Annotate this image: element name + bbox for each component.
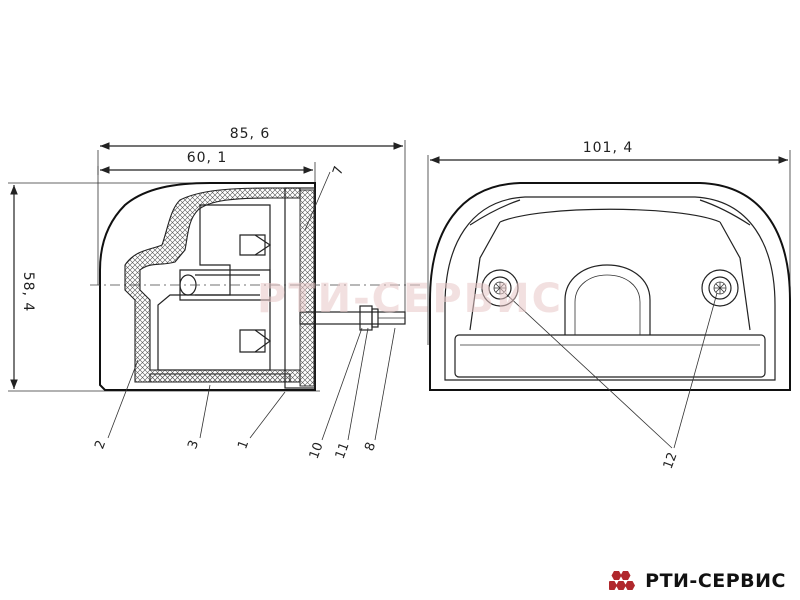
callout-10: 10: [307, 440, 327, 461]
bottom-lens-strip: [149, 373, 291, 383]
hexagon-logo-icon: [609, 571, 636, 590]
screw-left: [481, 269, 519, 307]
callout-2: 2: [92, 438, 109, 451]
mounting-plate: [284, 187, 316, 389]
front-inner-contour: [444, 196, 776, 381]
front-top-inner-arc: [499, 208, 721, 223]
dim-label-101-4: 101, 4: [583, 140, 634, 156]
front-lens-plate: [454, 334, 766, 378]
callout-12: 12: [661, 450, 681, 471]
dim-label-85-6: 85, 6: [230, 126, 271, 142]
callout-1: 1: [235, 438, 252, 451]
brand-logo: РТИ-СЕРВИС: [609, 570, 786, 592]
front-view: 101, 4 12: [427, 140, 791, 471]
leader-12-left: [504, 292, 673, 449]
front-shoulder-left: [469, 199, 521, 226]
front-arch-window: [564, 264, 651, 335]
housing-outline: [99, 182, 316, 391]
brand-name: РТИ-СЕРВИС: [645, 570, 786, 592]
front-outer-body: [429, 182, 791, 391]
leader-12-right: [673, 292, 718, 449]
dim-label-60-1: 60, 1: [187, 150, 228, 166]
mounting-bolt: [299, 305, 406, 331]
callout-8: 8: [362, 440, 379, 453]
screw-right: [701, 269, 739, 307]
front-side-ridge-left: [469, 221, 501, 331]
callout-3: 3: [185, 438, 202, 451]
front-side-ridge-right: [719, 221, 751, 331]
watermark-text: РТИ-СЕРВИС: [257, 276, 563, 322]
mounting-plate-section: [299, 189, 315, 387]
callout-7: 7: [330, 164, 347, 177]
contact-upper: [239, 234, 272, 256]
dimension-85-6: 85, 6: [97, 126, 406, 318]
dim-label-58-4: 58, 4: [20, 272, 36, 313]
callout-11: 11: [333, 440, 353, 461]
side-section-view: 85, 6 60, 1 58, 4: [8, 126, 420, 461]
dimension-60-1: 60, 1: [97, 150, 316, 190]
bulb-holder: [179, 269, 271, 301]
contact-lower: [239, 329, 272, 353]
front-shoulder-right: [699, 199, 751, 226]
callout-leaders-side: [107, 171, 396, 441]
